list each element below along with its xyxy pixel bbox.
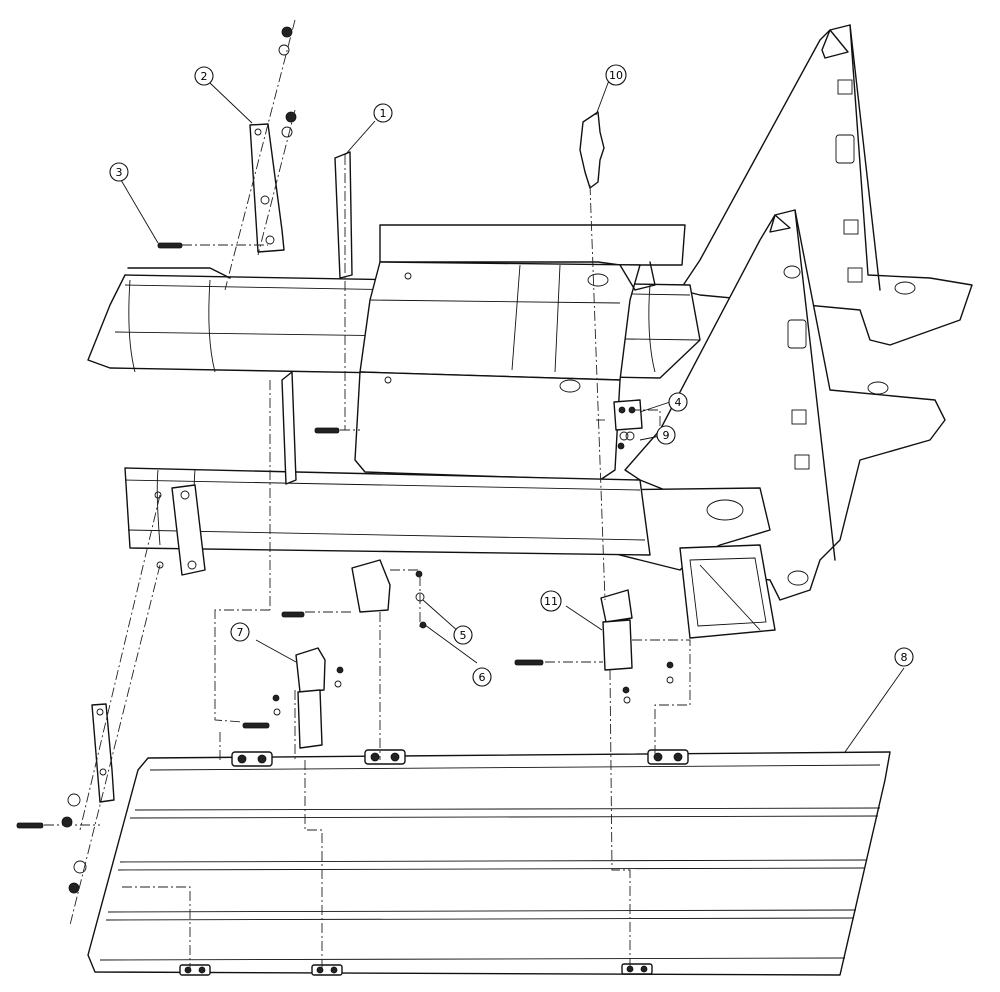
callout-9-label: 9 xyxy=(663,429,670,442)
exploded-components xyxy=(16,26,674,894)
callout-8-label: 8 xyxy=(901,651,908,664)
callout-2: 2 xyxy=(194,66,214,86)
callout-11-label: 11 xyxy=(544,595,558,608)
callout-5-label: 5 xyxy=(460,629,467,642)
callout-3: 3 xyxy=(109,162,129,182)
callout-4-label: 4 xyxy=(675,396,682,409)
callout-1: 1 xyxy=(373,103,393,123)
center-mount-bracket xyxy=(354,224,686,481)
callout-7-label: 7 xyxy=(237,626,244,639)
callout-10: 10 xyxy=(605,64,627,86)
step-platform xyxy=(87,749,891,976)
callout-4: 4 xyxy=(668,392,688,412)
callout-5: 5 xyxy=(453,625,473,645)
callout-1-label: 1 xyxy=(380,107,387,120)
callout-2-label: 2 xyxy=(201,70,208,83)
callout-6: 6 xyxy=(472,667,492,687)
callout-3-label: 3 xyxy=(116,166,123,179)
callout-leaders xyxy=(120,74,905,753)
callout-6-label: 6 xyxy=(479,671,486,684)
callout-7: 7 xyxy=(230,622,250,642)
lower-main-tube xyxy=(124,467,651,576)
callout-10-label: 10 xyxy=(609,69,623,82)
callout-11: 11 xyxy=(540,590,562,612)
callout-8: 8 xyxy=(894,647,914,667)
callout-9: 9 xyxy=(656,425,676,445)
